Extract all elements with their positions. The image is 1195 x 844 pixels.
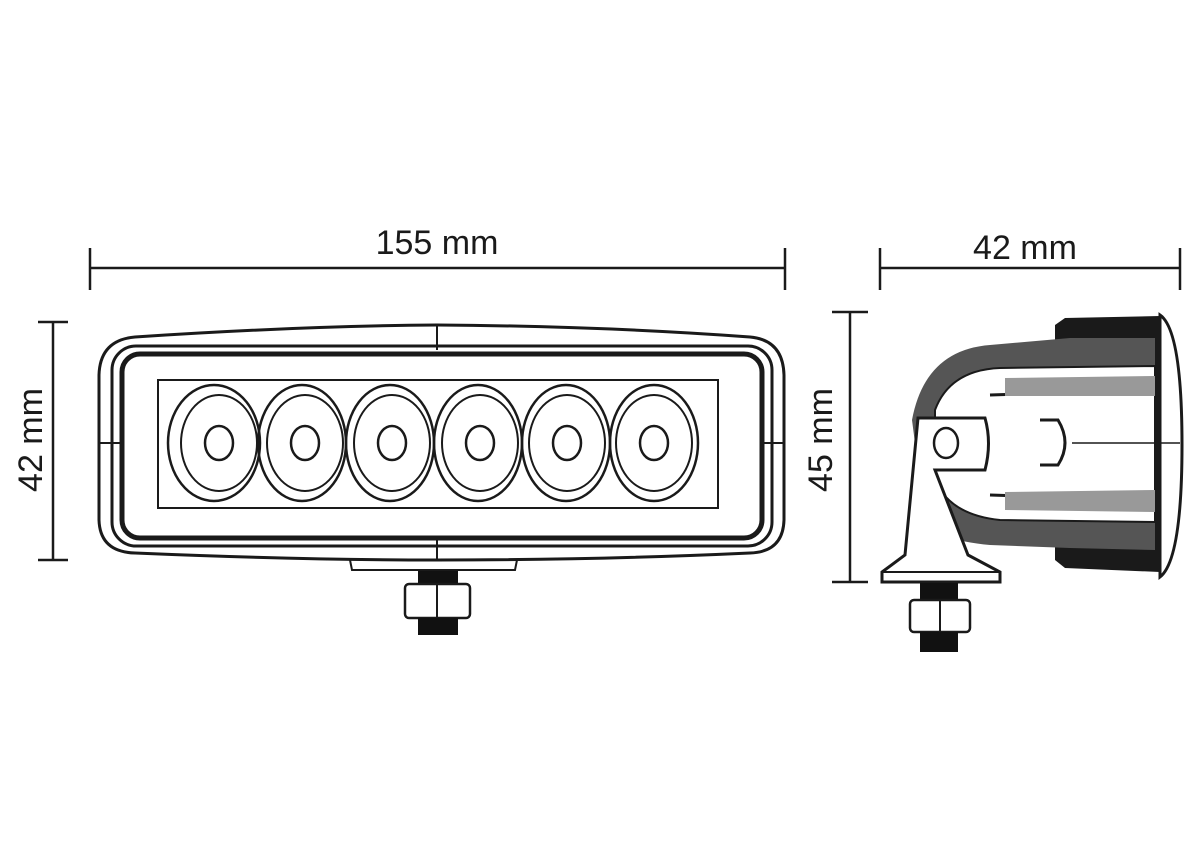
- front-height-label: 42 mm: [12, 388, 50, 492]
- side-depth-label: 42 mm: [973, 229, 1077, 267]
- led: [432, 383, 524, 503]
- front-view-light: [97, 323, 786, 635]
- led: [166, 383, 262, 503]
- side-mounting-bolt: [908, 583, 972, 652]
- side-height-dimension: 45 mm: [802, 310, 868, 584]
- side-depth-dimension: 42 mm: [878, 229, 1182, 290]
- led-row: [166, 383, 700, 503]
- side-height-label: 45 mm: [802, 388, 840, 492]
- front-height-dimension: 42 mm: [12, 320, 68, 562]
- front-width-dimension: 155 mm: [88, 224, 787, 290]
- led: [256, 383, 348, 503]
- led: [608, 383, 700, 503]
- mounting-bolt: [403, 571, 472, 635]
- led: [520, 383, 612, 503]
- led: [344, 383, 436, 503]
- front-width-label: 155 mm: [376, 224, 499, 262]
- side-view-light: [880, 312, 1184, 652]
